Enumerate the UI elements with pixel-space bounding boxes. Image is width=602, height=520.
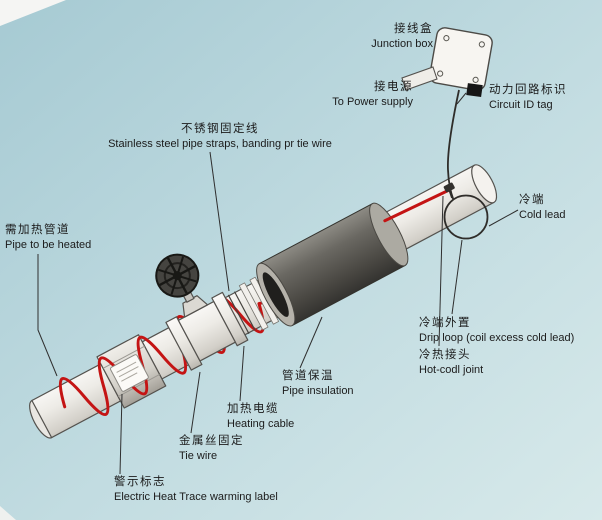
label-cold-lead-en: Cold lead bbox=[519, 209, 566, 221]
label-to-power-supply-zh: 接电源 bbox=[374, 81, 413, 93]
power-conduit-stub bbox=[401, 66, 438, 91]
label-junction-box-en: Junction box bbox=[371, 38, 433, 50]
leader-pipe-to-be-heated bbox=[37, 254, 58, 377]
tie-wire-band bbox=[233, 291, 256, 331]
pipe-right-end-cap bbox=[471, 164, 498, 204]
warning-label-graphic bbox=[110, 354, 149, 392]
leader-lines bbox=[37, 92, 519, 475]
leader-pipe-straps bbox=[209, 151, 230, 292]
cold-lead-wire bbox=[447, 89, 460, 201]
label-pipe-straps-en: Stainless steel pipe straps, banding pr … bbox=[108, 138, 332, 150]
valve-handwheel-icon bbox=[155, 253, 200, 298]
label-circuit-id-tag-en: Circuit ID tag bbox=[489, 99, 553, 111]
pipe-insulation-graphic bbox=[256, 202, 409, 327]
leader-cold-lead bbox=[488, 209, 519, 227]
label-junction-box-zh: 接线盒 bbox=[394, 23, 433, 35]
heating-cable-top-run bbox=[383, 188, 451, 223]
screw-icon bbox=[472, 76, 479, 83]
leader-heating-cable bbox=[239, 345, 245, 402]
pipe-strap-band bbox=[238, 282, 269, 331]
leader-drip-loop bbox=[451, 239, 463, 315]
leader-tie-wire bbox=[190, 371, 201, 434]
drip-loop-coil bbox=[443, 194, 489, 240]
scan-edge-top-left bbox=[0, 0, 66, 26]
label-tie-wire-zh: 金属丝固定 bbox=[179, 435, 244, 447]
label-circuit-id-tag: 动力回路标识 Circuit ID tag bbox=[489, 83, 567, 112]
label-pipe-to-be-heated: 需加热管道 Pipe to be heated bbox=[5, 223, 91, 252]
label-pipe-insulation: 管道保温 Pipe insulation bbox=[282, 369, 354, 398]
pipe-assembly bbox=[29, 164, 498, 439]
label-hot-cold-joint: 冷热接头 Hot-codl joint bbox=[419, 348, 483, 377]
label-pipe-straps-zh: 不锈钢固定线 bbox=[181, 123, 259, 135]
label-warning-label-en: Electric Heat Trace warming label bbox=[114, 491, 278, 503]
label-warning-label: 警示标志 Electric Heat Trace warming label bbox=[114, 475, 278, 504]
screw-icon bbox=[443, 35, 450, 42]
label-drip-loop-zh: 冷端外置 bbox=[419, 317, 471, 329]
label-tie-wire: 金属丝固定 Tie wire bbox=[179, 434, 244, 463]
label-hot-cold-joint-en: Hot-codl joint bbox=[419, 364, 484, 376]
label-pipe-to-be-heated-en: Pipe to be heated bbox=[5, 239, 92, 251]
leader-pipe-insulation bbox=[299, 316, 323, 369]
junction-box-graphic bbox=[429, 27, 493, 91]
leader-circuit-id-tag bbox=[456, 92, 467, 105]
label-drip-loop-en: Drip loop (coil excess cold lead) bbox=[419, 332, 575, 344]
label-pipe-straps: 不锈钢固定线 Stainless steel pipe straps, band… bbox=[93, 122, 347, 151]
screw-icon bbox=[478, 41, 485, 48]
label-drip-loop: 冷端外置 Drip loop (coil excess cold lead) bbox=[419, 316, 574, 345]
label-hot-cold-joint-zh: 冷热接头 bbox=[419, 349, 471, 361]
label-heating-cable: 加热电缆 Heating cable bbox=[227, 402, 294, 431]
label-junction-box: 接线盒 Junction box bbox=[371, 22, 433, 51]
leader-hot-cold-joint bbox=[438, 195, 444, 347]
label-pipe-insulation-zh: 管道保温 bbox=[282, 370, 334, 382]
hot-cold-joint-marker bbox=[443, 182, 455, 193]
scan-edge-bottom-left bbox=[0, 506, 16, 520]
label-pipe-to-be-heated-zh: 需加热管道 bbox=[5, 224, 70, 236]
label-heating-cable-zh: 加热电缆 bbox=[227, 403, 279, 415]
valve bbox=[155, 253, 249, 371]
leader-warning-label bbox=[119, 393, 123, 475]
label-cold-lead: 冷端 Cold lead bbox=[519, 193, 565, 222]
label-circuit-id-tag-zh: 动力回路标识 bbox=[489, 84, 567, 96]
circuit-id-tag-graphic bbox=[466, 83, 483, 98]
label-pipe-insulation-en: Pipe insulation bbox=[282, 385, 354, 397]
label-warning-label-zh: 警示标志 bbox=[114, 476, 166, 488]
label-cold-lead-zh: 冷端 bbox=[519, 194, 545, 206]
label-to-power-supply-en: To Power supply bbox=[332, 96, 413, 108]
label-heating-cable-en: Heating cable bbox=[227, 418, 295, 430]
screw-icon bbox=[437, 70, 444, 77]
label-tie-wire-en: Tie wire bbox=[179, 450, 218, 462]
tie-wire-band bbox=[227, 294, 250, 335]
label-to-power-supply: 接电源 To Power supply bbox=[332, 80, 413, 109]
